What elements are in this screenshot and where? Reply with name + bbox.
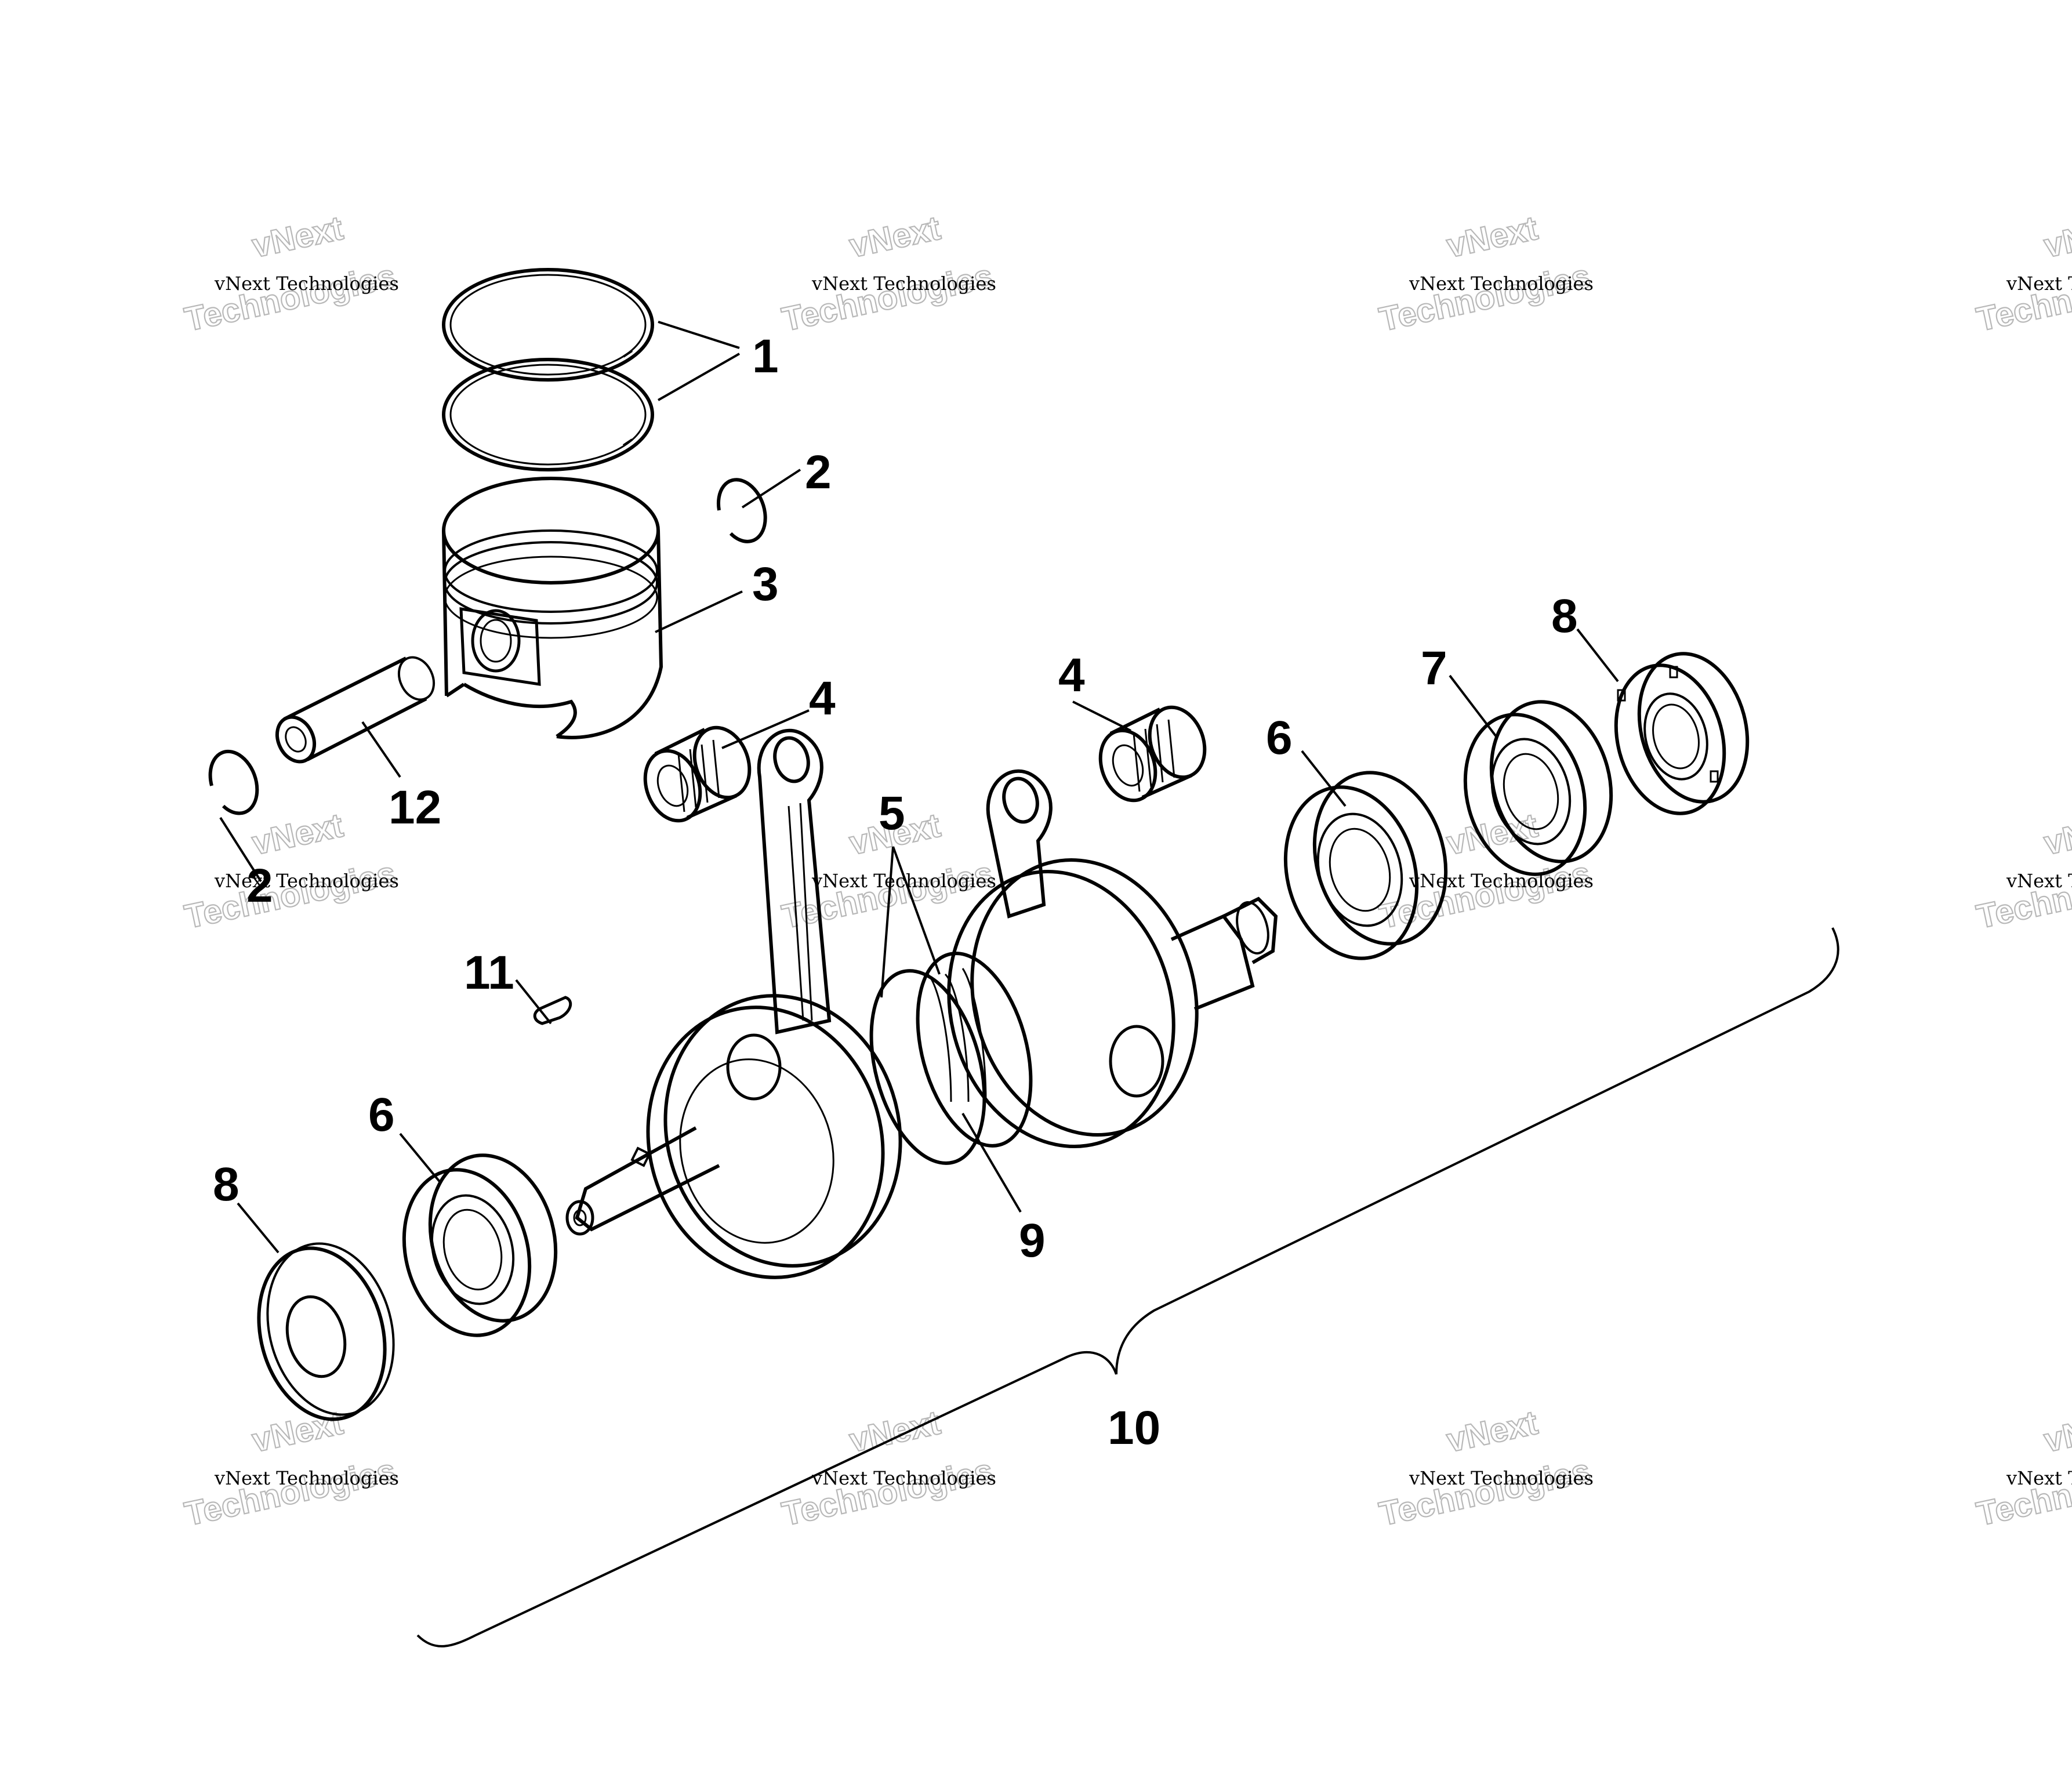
part-4-needle-bearing-left xyxy=(643,725,752,823)
callout-12: 12 xyxy=(389,781,441,834)
svg-text:Technologies: Technologies xyxy=(1973,1451,2072,1533)
svg-text:Technologies: Technologies xyxy=(182,854,399,935)
watermark: vNext Technologies vNext Technologies xyxy=(1973,1403,2072,1534)
leader-4b xyxy=(1072,701,1131,732)
part-8-seal-right xyxy=(1614,652,1750,815)
assembly-brace xyxy=(416,927,1839,1647)
leader-1b xyxy=(658,353,740,401)
part-4-needle-bearing-right xyxy=(1098,705,1207,803)
watermark: vNext Technologies vNext Technologies xyxy=(778,208,997,339)
callout-8-right: 8 xyxy=(1551,590,1578,643)
svg-text:vNext Technologies: vNext Technologies xyxy=(1409,273,1594,295)
part-6-main-bearing-left xyxy=(402,1153,558,1337)
callout-4-right: 4 xyxy=(1058,649,1085,702)
svg-text:vNext Technologies: vNext Technologies xyxy=(811,273,996,295)
callout-6-right: 6 xyxy=(1266,712,1293,764)
callout-8-left: 8 xyxy=(213,1158,240,1211)
leader-6b xyxy=(399,1133,442,1184)
callout-6-left: 6 xyxy=(368,1088,395,1141)
svg-text:vNext Technologies: vNext Technologies xyxy=(2006,1467,2072,1489)
part-2-circlip-lower xyxy=(208,749,259,815)
svg-text:vNext: vNext xyxy=(846,209,944,265)
svg-text:vNext Technologies: vNext Technologies xyxy=(214,870,399,892)
watermark: vNext Technologies vNext Technologies xyxy=(778,1403,997,1534)
callout-9: 9 xyxy=(1019,1214,1046,1267)
svg-text:Technologies: Technologies xyxy=(1376,1451,1594,1533)
svg-text:vNext: vNext xyxy=(2041,807,2072,862)
svg-text:vNext: vNext xyxy=(249,1404,346,1460)
leader-lines xyxy=(219,321,1619,1254)
callout-1: 1 xyxy=(752,330,779,383)
part-8-seal-left xyxy=(257,1242,395,1421)
part-12-piston-pin xyxy=(275,656,436,764)
leader-4a xyxy=(721,709,810,749)
svg-text:vNext Technologies: vNext Technologies xyxy=(811,1467,996,1489)
svg-text:Technologies: Technologies xyxy=(779,257,996,338)
part-6-main-bearing-right xyxy=(1283,771,1448,960)
watermark: vNext Technologies vNext Technologies xyxy=(1376,805,1594,937)
part-3-piston xyxy=(442,477,663,739)
leader-8b xyxy=(237,1202,280,1254)
leader-12 xyxy=(361,721,401,778)
svg-text:Technologies: Technologies xyxy=(182,257,399,338)
svg-text:vNext: vNext xyxy=(846,1404,944,1460)
svg-text:vNext Technologies: vNext Technologies xyxy=(1409,1467,1594,1489)
leader-9 xyxy=(961,1112,1022,1213)
callout-numbers: 1 2 3 4 4 5 6 7 8 2 12 11 6 8 9 10 xyxy=(213,330,1578,1454)
svg-text:vNext: vNext xyxy=(2041,209,2072,265)
svg-text:vNext: vNext xyxy=(249,209,346,265)
leader-7 xyxy=(1449,674,1497,738)
svg-text:vNext: vNext xyxy=(1443,1404,1541,1460)
leader-3 xyxy=(655,590,743,633)
watermark: vNext Technologies vNext Technologies xyxy=(1376,1403,1594,1534)
part-11-woodruff-key xyxy=(533,996,572,1025)
leader-8a xyxy=(1576,628,1619,683)
svg-text:Technologies: Technologies xyxy=(1973,257,2072,338)
crankshaft-assembly xyxy=(565,728,1278,1279)
callout-4-left: 4 xyxy=(809,672,836,725)
svg-text:vNext Technologies: vNext Technologies xyxy=(214,1467,399,1489)
part-7-bearing xyxy=(1463,700,1613,876)
watermark: vNext Technologies vNext Technologies xyxy=(1376,208,1594,339)
svg-text:vNext Technologies: vNext Technologies xyxy=(2006,870,2072,892)
leader-2a xyxy=(741,469,801,509)
svg-text:Technologies: Technologies xyxy=(182,1451,399,1533)
svg-text:vNext Technologies: vNext Technologies xyxy=(1409,870,1594,892)
leader-1a xyxy=(658,321,740,349)
watermark: vNext Technologies vNext Technologies xyxy=(1973,208,2072,339)
part-2-circlip-upper xyxy=(716,478,767,543)
svg-text:vNext: vNext xyxy=(249,807,346,862)
watermark: vNext Technologies vNext Technologies xyxy=(181,805,400,937)
callout-11: 11 xyxy=(464,946,514,999)
leader-2b xyxy=(219,816,262,883)
svg-text:vNext Technologies: vNext Technologies xyxy=(2006,273,2072,295)
watermark: vNext Technologies vNext Technologies xyxy=(181,208,400,339)
callout-5: 5 xyxy=(879,787,905,840)
callout-3: 3 xyxy=(752,558,779,611)
svg-text:vNext: vNext xyxy=(2041,1404,2072,1460)
svg-text:vNext Technologies: vNext Technologies xyxy=(214,273,399,295)
watermark: vNext Technologies vNext Technologies xyxy=(1973,805,2072,937)
callout-10: 10 xyxy=(1108,1402,1160,1454)
leader-5b xyxy=(892,846,941,975)
leader-11 xyxy=(515,979,552,1025)
callout-2-upper: 2 xyxy=(805,446,832,499)
svg-text:Technologies: Technologies xyxy=(1973,854,2072,935)
callout-7: 7 xyxy=(1421,642,1447,695)
svg-text:Technologies: Technologies xyxy=(779,1451,996,1533)
part-1-piston-rings xyxy=(442,268,654,471)
svg-text:vNext: vNext xyxy=(1443,209,1541,265)
svg-text:Technologies: Technologies xyxy=(1376,257,1594,338)
watermark: vNext Technologies vNext Technologies xyxy=(181,1403,400,1534)
callout-2-lower: 2 xyxy=(246,859,273,912)
leader-5a xyxy=(880,846,894,998)
leader-6a xyxy=(1301,750,1347,807)
